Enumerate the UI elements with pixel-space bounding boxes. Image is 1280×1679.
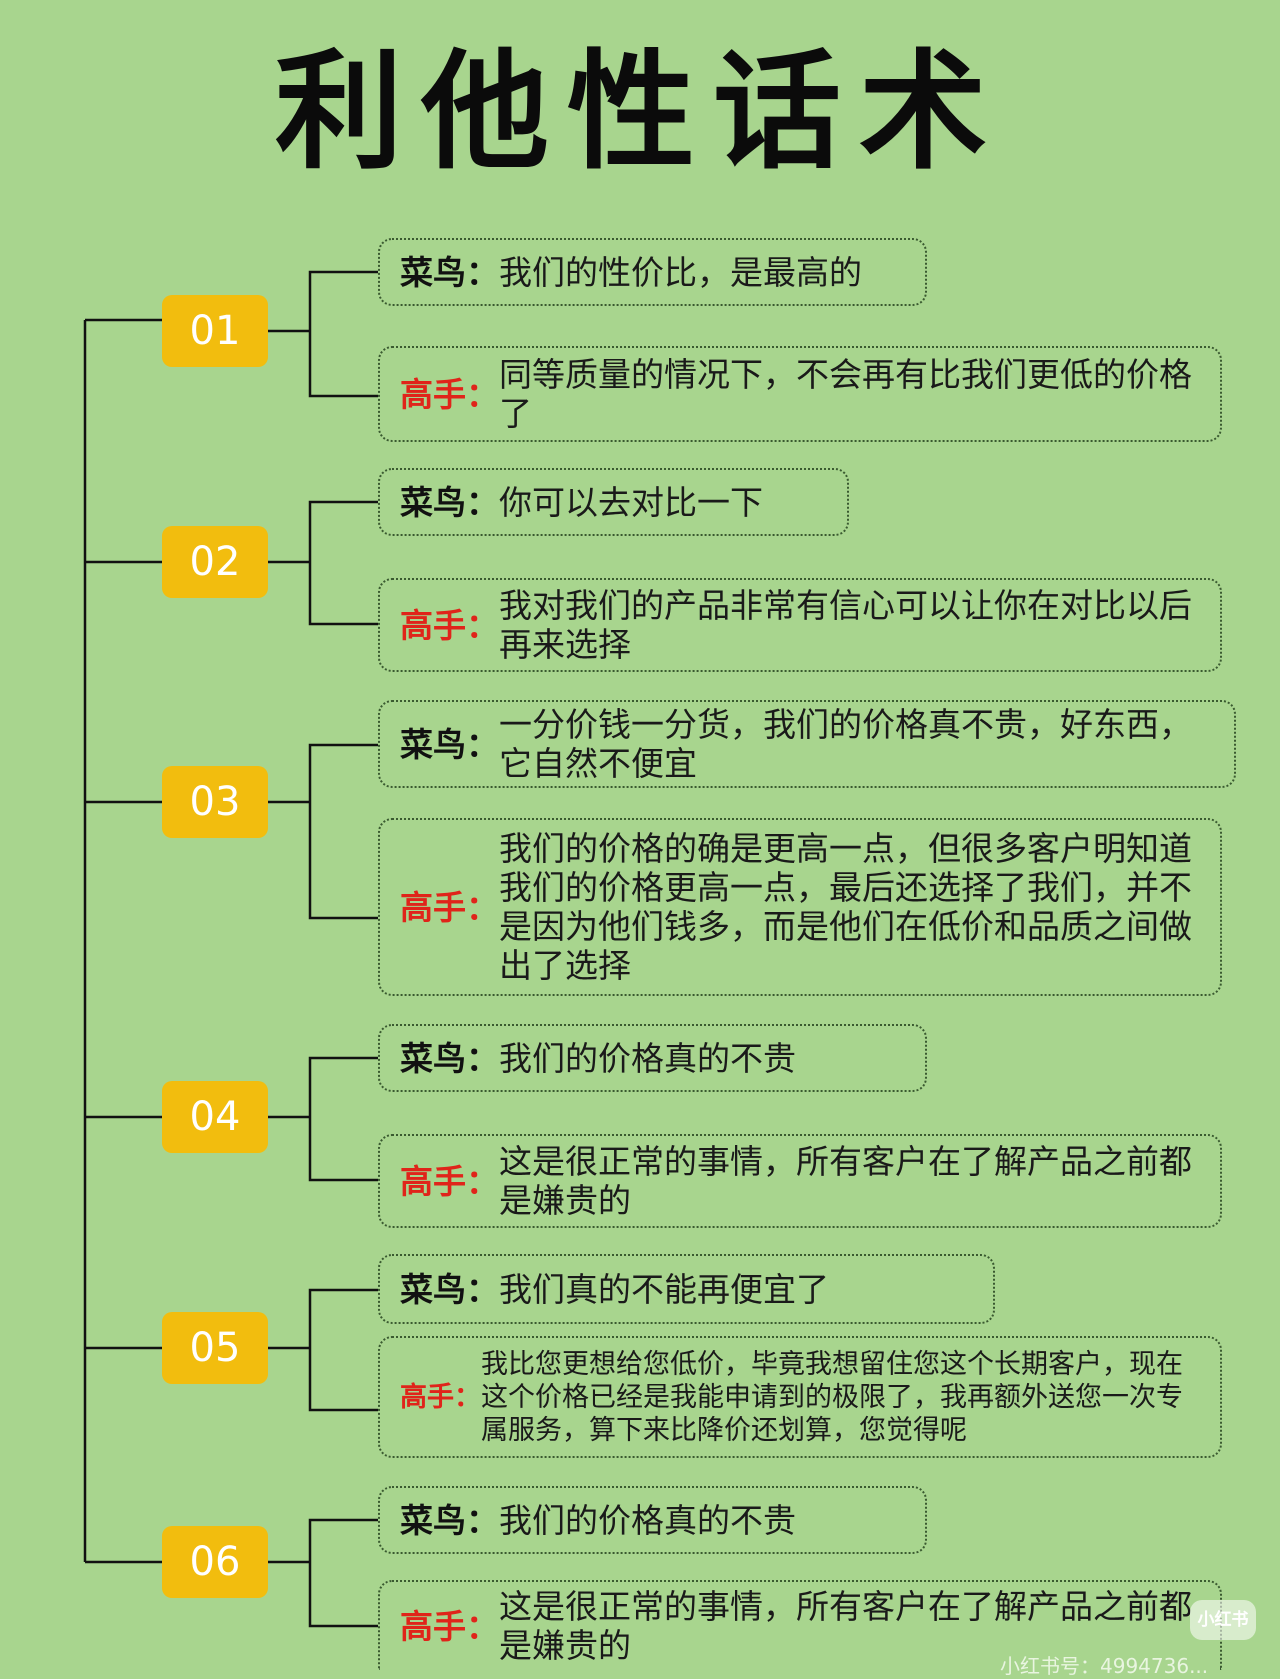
expert-text: 同等质量的情况下，不会再有比我们更低的价格了 bbox=[499, 355, 1192, 433]
novice-label: 菜鸟： bbox=[400, 1038, 499, 1078]
novice-text: 我们的性价比，是最高的 bbox=[499, 252, 862, 292]
expert-box-02: 高手： 我对我们的产品非常有信心可以让你在对比以后再来选择 bbox=[378, 578, 1222, 672]
novice-text: 你可以去对比一下 bbox=[499, 482, 763, 522]
novice-text: 我们的价格真的不贵 bbox=[499, 1038, 796, 1078]
novice-label: 菜鸟： bbox=[400, 482, 499, 522]
novice-text: 一分价钱一分货，我们的价格真不贵，好东西，它自然不便宜 bbox=[499, 705, 1192, 783]
novice-box-05: 菜鸟： 我们真的不能再便宜了 bbox=[378, 1254, 995, 1324]
novice-box-02: 菜鸟： 你可以去对比一下 bbox=[378, 468, 849, 536]
novice-box-03: 菜鸟： 一分价钱一分货，我们的价格真不贵，好东西，它自然不便宜 bbox=[378, 700, 1236, 788]
expert-label: 高手： bbox=[400, 1606, 499, 1646]
expert-text: 我比您更想给您低价，毕竟我想留住您这个长期客户，现在这个价格已经是我能申请到的极… bbox=[481, 1348, 1183, 1446]
novice-label: 菜鸟： bbox=[400, 252, 499, 292]
watermark-logo: 小红书 bbox=[1190, 1600, 1256, 1640]
expert-text: 这是很正常的事情，所有客户在了解产品之前都是嫌贵的 bbox=[499, 1587, 1192, 1665]
expert-text: 我对我们的产品非常有信心可以让你在对比以后再来选择 bbox=[499, 586, 1192, 664]
expert-label: 高手： bbox=[400, 887, 499, 927]
step-badge-04: 04 bbox=[162, 1081, 268, 1153]
expert-box-05: 高手： 我比您更想给您低价，毕竟我想留住您这个长期客户，现在这个价格已经是我能申… bbox=[378, 1336, 1222, 1458]
expert-text: 我们的价格的确是更高一点，但很多客户明知道我们的价格更高一点，最后还选择了我们，… bbox=[499, 829, 1192, 985]
step-badge-05: 05 bbox=[162, 1312, 268, 1384]
expert-label: 高手： bbox=[400, 605, 499, 645]
novice-box-04: 菜鸟： 我们的价格真的不贵 bbox=[378, 1024, 927, 1092]
step-badge-01: 01 bbox=[162, 295, 268, 367]
footer-id: 小红书号：4994736... bbox=[1000, 1654, 1209, 1678]
expert-box-06: 高手： 这是很正常的事情，所有客户在了解产品之前都是嫌贵的 bbox=[378, 1580, 1222, 1670]
novice-label: 菜鸟： bbox=[400, 1500, 499, 1540]
expert-box-03: 高手： 我们的价格的确是更高一点，但很多客户明知道我们的价格更高一点，最后还选择… bbox=[378, 818, 1222, 996]
novice-text: 我们的价格真的不贵 bbox=[499, 1500, 796, 1540]
novice-label: 菜鸟： bbox=[400, 1269, 499, 1309]
expert-box-01: 高手： 同等质量的情况下，不会再有比我们更低的价格了 bbox=[378, 346, 1222, 442]
expert-label: 高手： bbox=[400, 1381, 481, 1413]
expert-text: 这是很正常的事情，所有客户在了解产品之前都是嫌贵的 bbox=[499, 1142, 1192, 1220]
expert-label: 高手： bbox=[400, 374, 499, 414]
step-badge-06: 06 bbox=[162, 1526, 268, 1598]
novice-text: 我们真的不能再便宜了 bbox=[499, 1269, 829, 1309]
expert-label: 高手： bbox=[400, 1161, 499, 1201]
page-title: 利他性话术 bbox=[274, 38, 1005, 187]
expert-box-04: 高手： 这是很正常的事情，所有客户在了解产品之前都是嫌贵的 bbox=[378, 1134, 1222, 1228]
novice-box-01: 菜鸟： 我们的性价比，是最高的 bbox=[378, 238, 927, 306]
novice-box-06: 菜鸟： 我们的价格真的不贵 bbox=[378, 1486, 927, 1554]
novice-label: 菜鸟： bbox=[400, 724, 499, 764]
step-badge-03: 03 bbox=[162, 766, 268, 838]
step-badge-02: 02 bbox=[162, 526, 268, 598]
